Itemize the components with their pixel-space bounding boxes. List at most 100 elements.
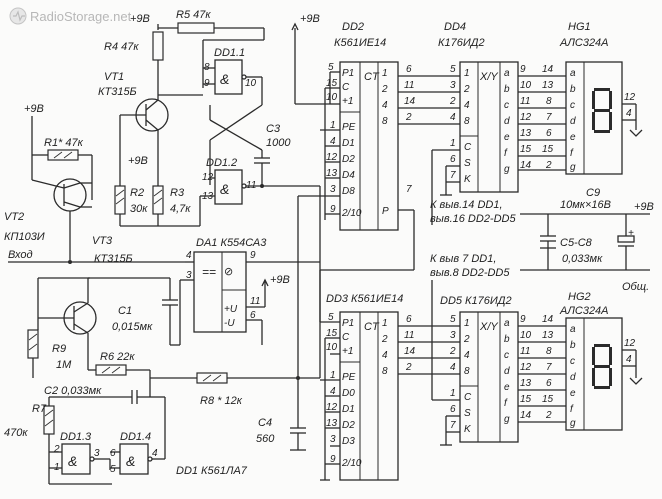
svg-text:e: e [504,132,510,143]
svg-text:2: 2 [545,160,552,171]
svg-text:14: 14 [404,346,416,357]
vcc-label: +9В [24,103,44,115]
svg-text:15: 15 [520,394,532,405]
svg-text:g: g [504,164,510,175]
svg-text:CT: CT [364,321,380,333]
svg-text:e: e [570,132,576,143]
svg-text:D2: D2 [342,420,355,431]
svg-text:+1: +1 [342,96,353,107]
svg-text:6: 6 [546,128,552,139]
label-vt1: VT1 [104,71,124,83]
svg-text:4: 4 [464,100,470,111]
type-dd2: К561ИЕ14 [334,37,386,49]
svg-text:9: 9 [520,64,526,75]
svg-text:D1: D1 [342,404,355,415]
svg-text:==: == [202,265,216,279]
svg-text:4: 4 [186,250,192,261]
svg-text:6: 6 [546,378,552,389]
svg-text:1: 1 [450,388,456,399]
svg-text:12: 12 [326,402,338,413]
svg-text:e: e [504,382,510,393]
label-dd1-3: DD1.3 [60,431,92,443]
svg-text:5: 5 [450,314,456,325]
svg-text:⊘: ⊘ [224,266,233,278]
svg-text:P1: P1 [342,68,354,79]
svg-text:2: 2 [405,112,412,123]
svg-text:f: f [504,398,508,409]
svg-text:8: 8 [546,96,552,107]
svg-text:4: 4 [330,136,336,147]
svg-text:f: f [570,148,574,159]
gate-dd1-2-symbol: & [220,181,229,197]
label-r2: R2 [130,187,144,199]
value-r2: 30к [130,203,148,215]
svg-text:10: 10 [245,78,257,89]
resistor-r5 [177,22,215,34]
svg-text:b: b [570,84,576,95]
label-dd3: DD3 К561ИЕ14 [326,293,403,305]
display-hg1: HG1 АЛС324А a b c d e f g 12 4 14 13 8 7… [518,21,643,175]
label-c1: C1 [118,305,132,317]
svg-text:5: 5 [328,62,334,73]
label-r1: R1* 47к [44,137,84,149]
type-vt2: КП103И [4,231,45,243]
svg-text:f: f [504,148,508,159]
label-c9: C9 [586,187,600,199]
label-dd2: DD2 [342,21,364,33]
svg-text:10: 10 [520,80,532,91]
counter-dd2-body [339,61,399,231]
vcc-label: +9В [300,13,320,25]
svg-text:S: S [464,408,471,419]
svg-text:3: 3 [450,330,456,341]
resistor-r1 [47,149,79,161]
svg-text:2: 2 [463,84,470,95]
svg-text:15: 15 [326,78,338,89]
svg-text:1: 1 [464,318,470,329]
svg-text:1: 1 [464,68,470,79]
svg-text:X/Y: X/Y [479,321,498,333]
decoder-dd4-body [459,61,519,193]
label-hg1: HG1 [568,21,591,33]
svg-text:a: a [570,68,576,79]
svg-text:3: 3 [186,270,192,281]
svg-text:10: 10 [326,92,338,103]
svg-text:11: 11 [250,296,260,307]
svg-text:a: a [504,68,510,79]
label-r9: R9 [52,343,66,355]
note-pin16: выв.16 DD2-DD5 [430,213,516,225]
svg-text:4: 4 [152,448,158,459]
svg-text:C: C [464,392,472,403]
svg-text:5: 5 [450,64,456,75]
label-dd1-1: DD1.1 [214,47,245,59]
label-vt2: VT2 [4,211,24,223]
svg-text:g: g [570,162,576,173]
label-r8: R8 * 12к [200,395,243,407]
svg-text:g: g [504,414,510,425]
svg-text:10: 10 [326,342,338,353]
svg-text:6: 6 [110,448,116,459]
svg-text:6: 6 [250,310,256,321]
svg-text:13: 13 [326,418,338,429]
svg-text:14: 14 [542,314,554,325]
svg-text:7: 7 [406,184,412,195]
label-dd5: DD5 К176ИД2 [440,295,512,307]
supply-top-left: +9В [130,13,159,30]
svg-text:12: 12 [520,362,532,373]
decoder-dd5-body [459,311,519,443]
label-dd4: DD4 [444,21,466,33]
svg-text:a: a [504,318,510,329]
svg-text:4: 4 [330,386,336,397]
counter-dd3-body [339,311,399,481]
decoder-dd4: DD4 К176ИД2 X/Y 1 2 4 8 C S K a b c d e … [431,21,519,225]
resistor-r8 [196,372,228,384]
svg-text:3: 3 [330,184,336,195]
svg-text:7: 7 [546,112,552,123]
transistor-vt2 [53,178,87,212]
input-label: Вход [8,249,33,261]
svg-text:d: d [504,366,510,377]
value-c9: 10мк×16В [560,199,611,211]
gate-dd1-1-symbol: & [220,71,229,87]
svg-text:4: 4 [450,112,456,123]
svg-text:8: 8 [464,116,470,127]
